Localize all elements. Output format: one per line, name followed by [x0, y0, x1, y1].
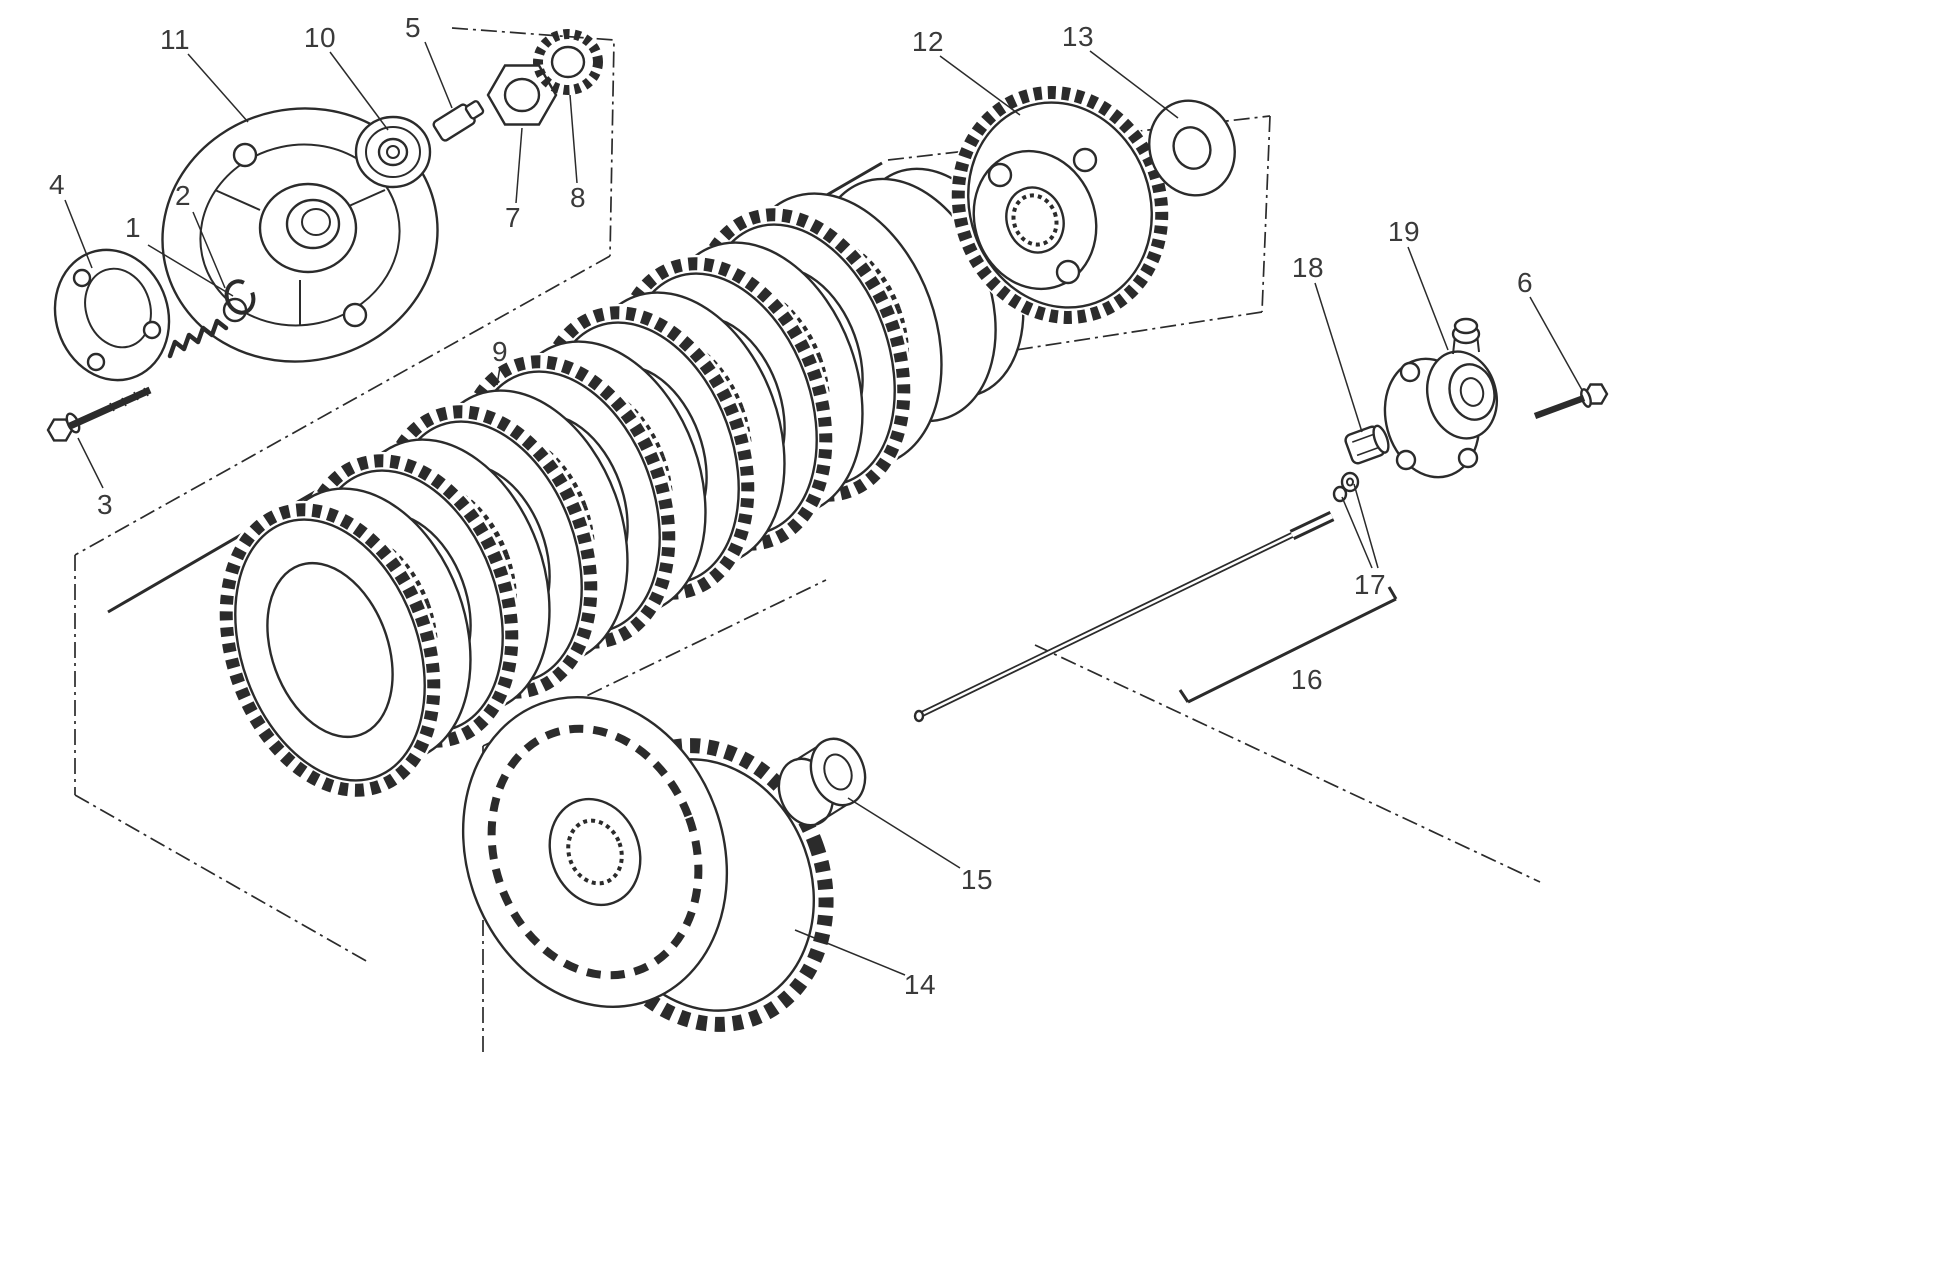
part-label-17: 17 — [1353, 569, 1387, 600]
spring-drawing — [167, 318, 229, 359]
stop-plate-drawing — [53, 248, 171, 382]
hub-washer-drawing — [1148, 99, 1236, 197]
screw-drawing — [46, 386, 152, 442]
nut-drawing — [486, 64, 558, 126]
part-label-3: 3 — [96, 489, 114, 520]
part-label-2: 2 — [174, 180, 192, 211]
part-label-19: 19 — [1387, 216, 1421, 247]
part-label-10: 10 — [303, 22, 337, 53]
pushrod-drawing — [913, 511, 1335, 723]
spacer-drawing — [432, 100, 485, 142]
clutch-hub-drawing — [950, 84, 1170, 326]
clutch-basket-drawing — [461, 696, 837, 1035]
bolt-drawing — [1533, 383, 1609, 420]
leader-lines — [64, 41, 1583, 976]
part-label-5: 5 — [404, 12, 422, 43]
part-label-7: 7 — [504, 202, 522, 233]
spring-washer-drawing — [533, 29, 603, 95]
part-label-11: 11 — [159, 24, 191, 55]
circlip-drawing — [224, 279, 256, 315]
part-label-4: 4 — [48, 169, 66, 200]
part-label-15: 15 — [960, 864, 994, 895]
bearing-drawing — [354, 115, 432, 189]
part-label-13: 13 — [1061, 21, 1095, 52]
part-label-12: 12 — [911, 26, 945, 57]
slave-cylinder-drawing — [1383, 317, 1498, 479]
piston-drawing — [1344, 424, 1390, 465]
part-label-14: 14 — [903, 969, 937, 1000]
part-label-1: 1 — [124, 212, 142, 243]
part-label-8: 8 — [569, 182, 587, 213]
part-label-16: 16 — [1290, 664, 1324, 695]
part-label-9: 9 — [491, 336, 509, 367]
part-label-6: 6 — [1516, 267, 1534, 298]
part-label-18: 18 — [1291, 252, 1325, 283]
bushing-drawing — [777, 737, 867, 827]
